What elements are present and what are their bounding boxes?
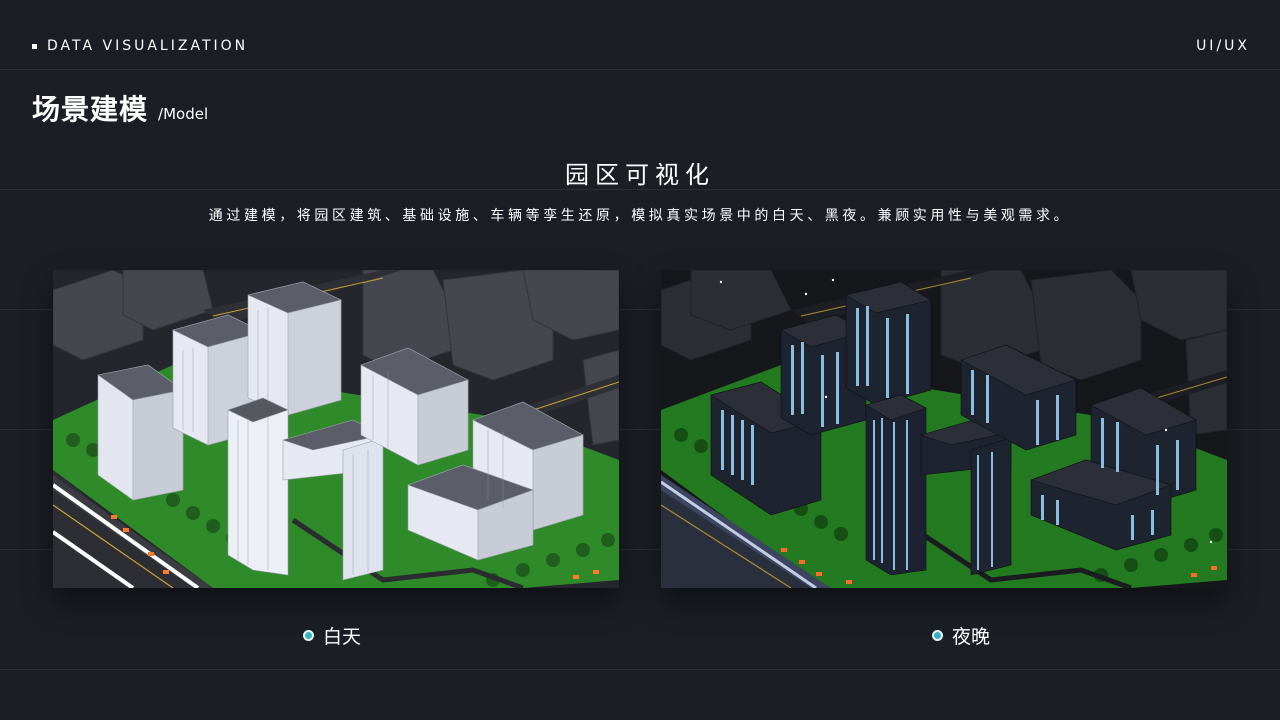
page-title: 场景建模 /Model [32,88,208,128]
tag-label: UI/UX [1196,38,1250,54]
night-scene-image [661,270,1227,588]
page-title-zh: 场景建模 [32,93,149,126]
brand-label: DATA VISUALIZATION [47,38,249,54]
page-title-en: /Model [158,105,209,123]
section-title: 园区可视化 [565,161,715,189]
bullet-dot-icon [932,630,943,641]
section-description: 通过建模，将园区建筑、基础设施、车辆等孪生还原，模拟真实场景中的白天、黑夜。兼顾… [208,208,1072,224]
day-scene-image [53,270,619,588]
caption-night-label: 夜晚 [952,626,991,648]
bullet-dot-icon [303,630,314,641]
divider-line [0,69,1280,70]
caption-day: 白天 [303,622,361,649]
divider-line [0,549,1280,550]
brand-header: DATA VISUALIZATION [32,38,248,54]
divider-line [0,429,1280,430]
divider-line [0,309,1280,310]
caption-night: 夜晚 [932,622,990,649]
caption-day-label: 白天 [323,626,362,648]
square-bullet-icon [32,43,37,49]
divider-line [0,189,1280,190]
divider-line [0,669,1280,670]
